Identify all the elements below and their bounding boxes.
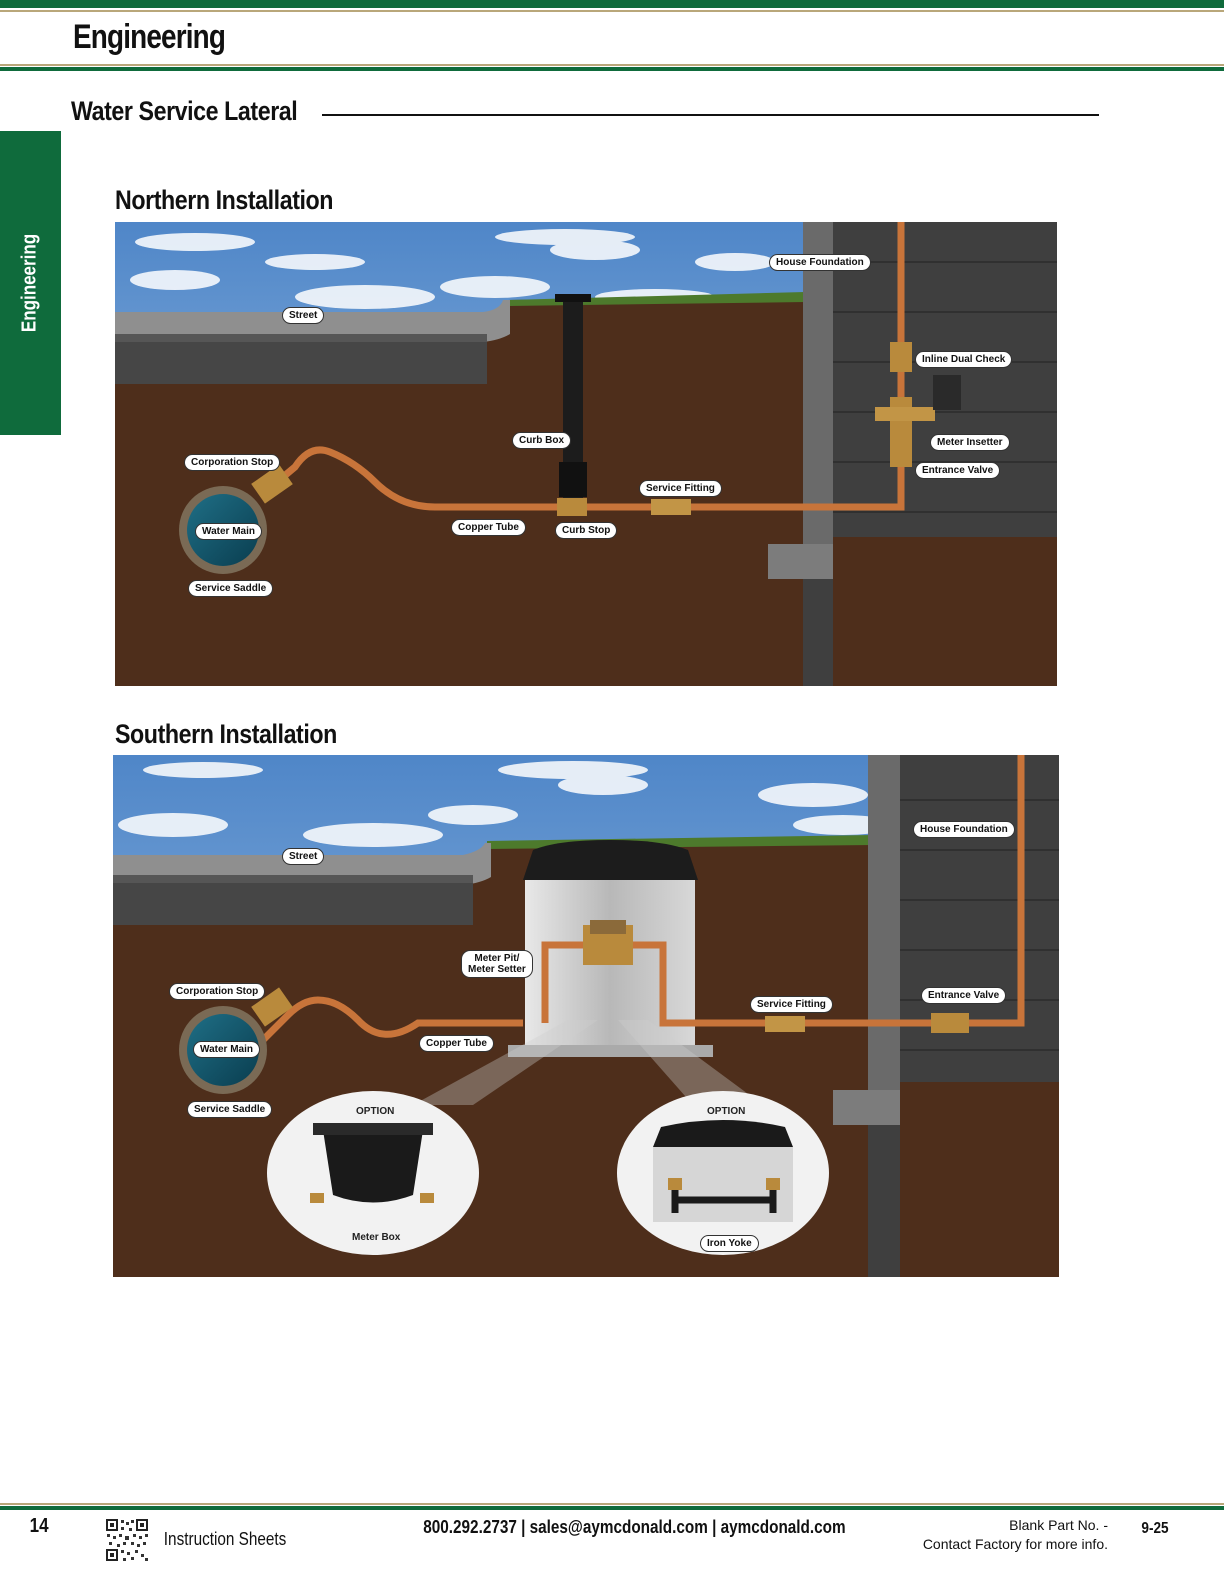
footer-top-rule — [0, 1503, 1224, 1505]
header-bottom-rule — [0, 64, 1224, 66]
southern-label-copper-tube: Copper Tube — [419, 1035, 494, 1052]
southern-option-right-label: OPTION — [707, 1106, 746, 1117]
northern-label-inline-dual-check: Inline Dual Check — [915, 351, 1013, 368]
section-title: Water Service Lateral — [71, 96, 298, 126]
southern-label-meter-pit-line2: Meter Setter — [468, 964, 526, 975]
southern-label-service-fitting: Service Fitting — [750, 996, 833, 1013]
footer-part-line2: Contact Factory for more info. — [922, 1536, 1108, 1552]
footer-revision: 9-25 — [1141, 1520, 1169, 1537]
southern-option-left-label: OPTION — [356, 1106, 395, 1117]
header-bottom-bar — [0, 67, 1224, 71]
northern-label-curb-stop: Curb Stop — [555, 522, 618, 539]
southern-title: Southern Installation — [115, 719, 337, 749]
southern-diagram: House Foundation Street Meter Pit/ Meter… — [113, 755, 1059, 1277]
footer-part-info: Blank Part No. - Contact Factory for mor… — [900, 1516, 1108, 1554]
northern-title: Northern Installation — [115, 185, 334, 215]
qr-code-icon[interactable] — [105, 1518, 149, 1562]
northern-label-street: Street — [282, 307, 325, 324]
footer-top-bar — [0, 1506, 1224, 1510]
page-number: 14 — [29, 1515, 49, 1537]
southern-label-meter-box: Meter Box — [352, 1232, 401, 1243]
southern-label-meter-pit: Meter Pit/ Meter Setter — [461, 950, 533, 978]
southern-label-entrance-valve: Entrance Valve — [921, 987, 1007, 1004]
southern-label-iron-yoke: Iron Yoke — [700, 1235, 759, 1252]
southern-label-street: Street — [282, 848, 325, 865]
side-tab[interactable]: Engineering — [0, 131, 61, 435]
northern-diagram: Street House Foundation Inline Dual Chec… — [115, 222, 1057, 686]
header-top-rule — [0, 10, 1224, 12]
northern-label-entrance-valve: Entrance Valve — [915, 462, 1001, 479]
header-title: Engineering — [73, 18, 226, 56]
footer-part-line1: Blank Part No. - — [1009, 1517, 1108, 1533]
header-top-bar — [0, 0, 1224, 8]
northern-illustration — [115, 222, 1057, 686]
section-rule — [322, 114, 1099, 116]
northern-label-corporation-stop: Corporation Stop — [184, 454, 281, 471]
northern-label-water-main: Water Main — [195, 523, 262, 540]
southern-label-house-foundation: House Foundation — [913, 821, 1015, 838]
southern-label-service-saddle: Service Saddle — [187, 1101, 273, 1118]
footer-contact[interactable]: 800.292.2737 | sales@aymcdonald.com | ay… — [423, 1517, 846, 1537]
side-tab-label: Engineering — [18, 233, 41, 333]
northern-label-curb-box: Curb Box — [512, 432, 571, 449]
southern-label-water-main: Water Main — [193, 1041, 260, 1058]
northern-label-service-saddle: Service Saddle — [188, 580, 274, 597]
northern-label-house-foundation: House Foundation — [769, 254, 871, 271]
footer-section-link[interactable]: Instruction Sheets — [163, 1529, 287, 1549]
southern-illustration — [113, 755, 1059, 1277]
northern-label-meter-insetter: Meter Insetter — [930, 434, 1010, 451]
southern-label-meter-pit-line1: Meter Pit/ — [474, 953, 520, 964]
northern-label-service-fitting: Service Fitting — [639, 480, 722, 497]
northern-label-copper-tube: Copper Tube — [451, 519, 526, 536]
southern-label-corporation-stop: Corporation Stop — [169, 983, 266, 1000]
